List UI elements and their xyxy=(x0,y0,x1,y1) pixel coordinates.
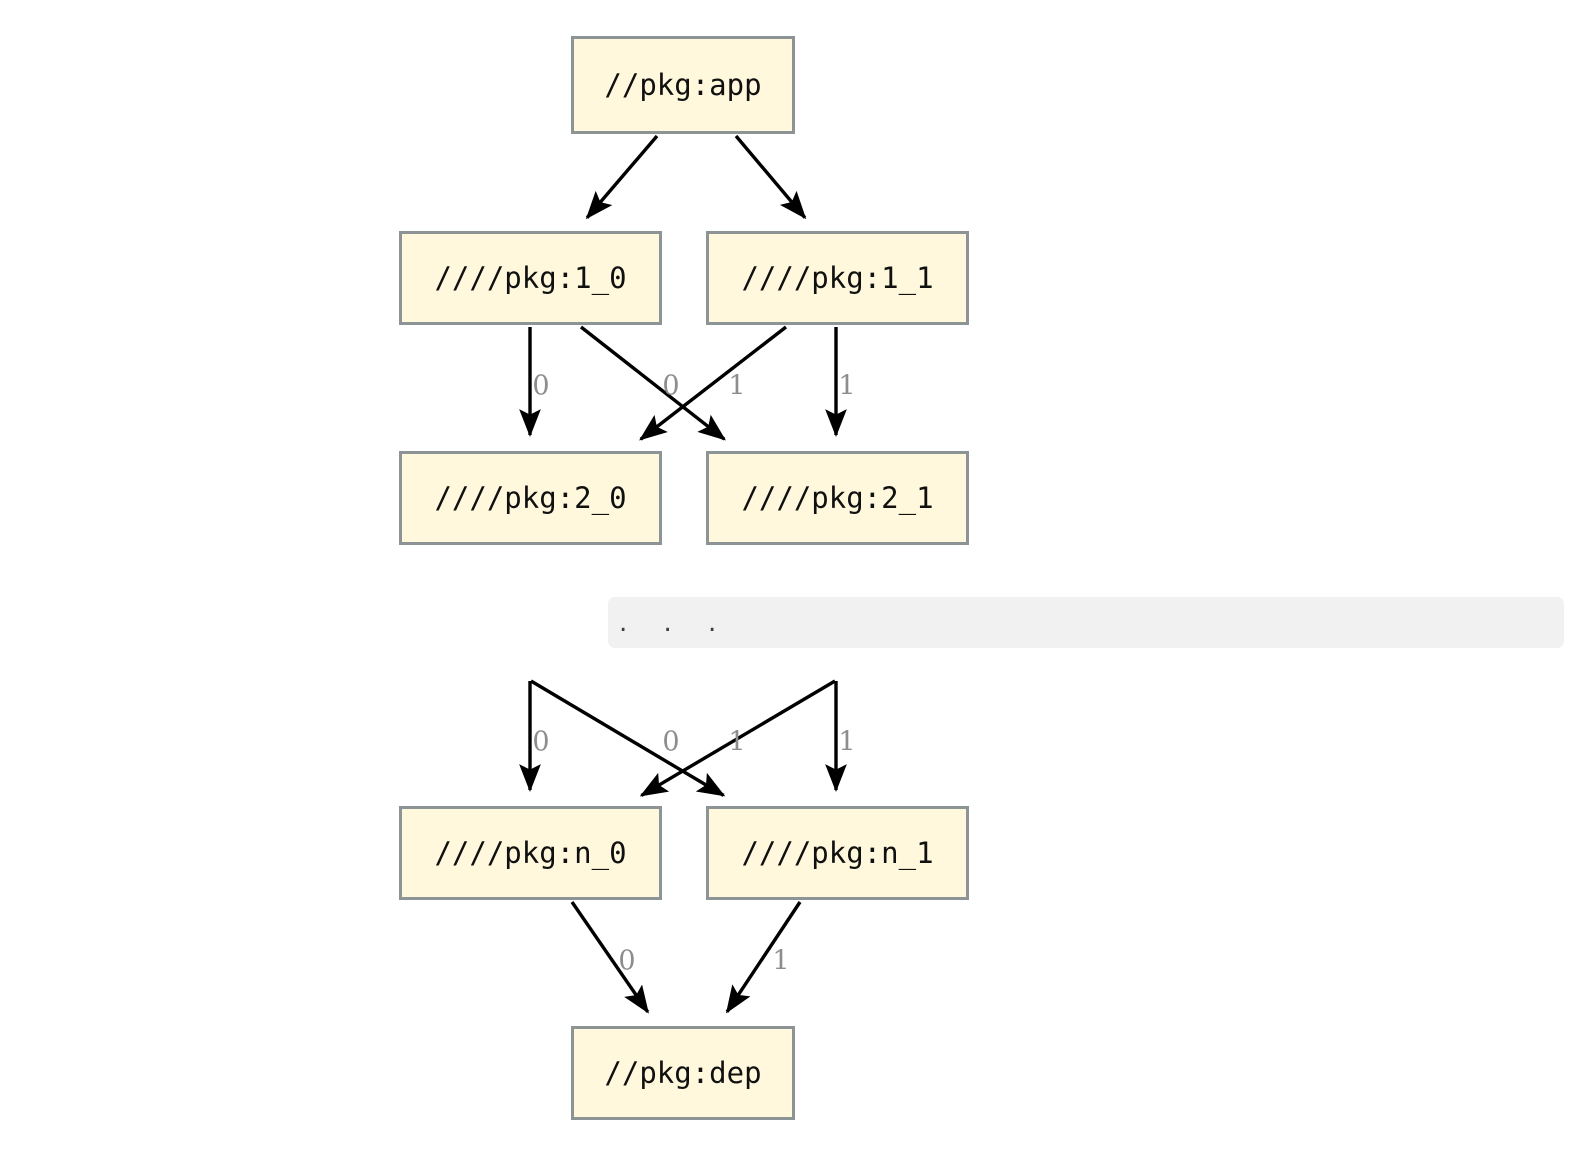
edge-label-e-1_0-2_1: 0 xyxy=(662,370,680,402)
node-label: ////pkg:1_1 xyxy=(741,261,934,295)
edge-label-e-n_0-dep: 0 xyxy=(618,945,636,977)
e-n_1-dep xyxy=(725,901,802,1014)
node-label: ////pkg:2_0 xyxy=(434,481,627,515)
edge-label-e-x-n_0: 0 xyxy=(532,726,550,758)
node-app[interactable]: //pkg:app xyxy=(571,36,795,134)
edge-label-e-1_0-2_0: 0 xyxy=(532,370,550,402)
edge-label-e-y-n_1: 1 xyxy=(838,726,856,758)
node-label: //pkg:app xyxy=(604,68,762,102)
e-y-n_0 xyxy=(639,679,836,797)
node-label: ////pkg:n_1 xyxy=(741,836,934,870)
e-app-1_0 xyxy=(585,134,659,220)
node-label: ////pkg:2_1 xyxy=(741,481,934,515)
ellipsis-text: . . . xyxy=(619,608,731,638)
e-1_1-2_0 xyxy=(639,325,788,441)
node-nn_1[interactable]: ////pkg:n_1 xyxy=(706,806,969,900)
ellipsis-separator: . . . xyxy=(608,597,1564,648)
node-n1_1[interactable]: ////pkg:1_1 xyxy=(706,231,969,325)
node-n2_1[interactable]: ////pkg:2_1 xyxy=(706,451,969,545)
edge-label-e-x-n_1: 0 xyxy=(662,726,680,758)
node-n1_0[interactable]: ////pkg:1_0 xyxy=(399,231,662,325)
e-app-1_1 xyxy=(734,134,807,220)
node-label: ////pkg:1_0 xyxy=(434,261,627,295)
edge-label-e-n_1-dep: 1 xyxy=(772,945,790,977)
node-n2_0[interactable]: ////pkg:2_0 xyxy=(399,451,662,545)
node-nn_0[interactable]: ////pkg:n_0 xyxy=(399,806,662,900)
edge-label-e-1_1-2_1: 1 xyxy=(838,370,856,402)
node-label: ////pkg:n_0 xyxy=(434,836,627,870)
edge-label-e-y-n_0: 1 xyxy=(728,726,746,758)
e-x-n_1 xyxy=(530,679,726,797)
e-1_0-2_1 xyxy=(579,325,726,441)
edge-label-e-1_1-2_0: 1 xyxy=(728,370,746,402)
e-n_0-dep xyxy=(570,901,650,1014)
node-dep[interactable]: //pkg:dep xyxy=(571,1026,795,1120)
node-label: //pkg:dep xyxy=(604,1056,762,1090)
